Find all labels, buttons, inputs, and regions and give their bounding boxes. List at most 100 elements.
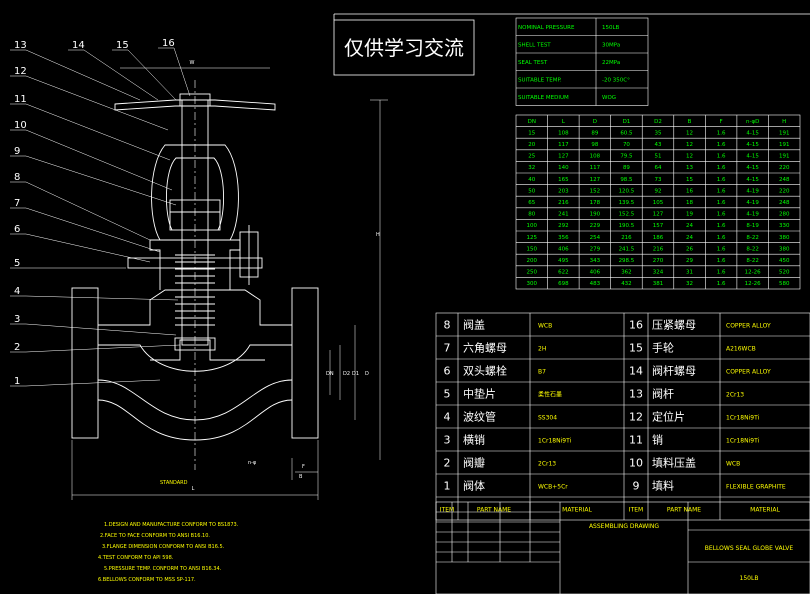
part-name: 阀瓣 — [463, 456, 485, 470]
part-name: 中垫片 — [463, 387, 496, 401]
dim-table-cell: 26 — [686, 246, 693, 252]
dim-table-cell: 190 — [590, 212, 601, 218]
dim-header-cell: n-φD — [746, 119, 759, 125]
spec-label: SUITABLE TEMP. — [518, 77, 562, 83]
callout-number: 1 — [14, 376, 20, 387]
callout-number: 8 — [14, 172, 20, 183]
part-material: B7 — [538, 369, 546, 376]
dim-table-cell: 12 — [686, 154, 693, 160]
callout-number: 5 — [14, 258, 20, 269]
dim-table-cell: 495 — [558, 258, 569, 264]
dim-table-cell: 203 — [558, 188, 569, 194]
dim-table-cell: 4-15 — [746, 165, 759, 171]
note-line: 4.TEST CONFORM TO API 598. — [98, 555, 174, 561]
dim-table-cell: 381 — [653, 281, 664, 287]
dim-header-cell: D2 — [654, 119, 662, 125]
dim-header-cell: D1 — [623, 119, 631, 125]
callout-number: 10 — [14, 120, 27, 131]
note-line: 5.PRESSURE TEMP. CONFORM TO ANSI B16.34. — [104, 566, 222, 572]
dim-table-cell: 362 — [621, 270, 632, 276]
dim-label-DN: DN — [326, 371, 334, 377]
dim-table-cell: 152 — [590, 188, 601, 194]
part-material: 1Cr18Ni9Ti — [726, 438, 760, 445]
dim-table-cell: 280 — [779, 212, 790, 218]
dim-table-cell: 191 — [779, 154, 790, 160]
part-name: 横销 — [463, 433, 485, 447]
dim-table-cell: 1.6 — [717, 165, 726, 171]
dim-table-cell: 298.5 — [619, 258, 635, 264]
parts-header-cell: MATERIAL — [750, 507, 780, 514]
dim-table-cell: 241.5 — [619, 246, 635, 252]
title-rating: 150LB — [740, 575, 759, 582]
part-material: 1Cr18Ni9Ti — [726, 415, 760, 422]
dim-label-W: W — [190, 60, 195, 66]
dim-header-cell: D — [593, 119, 597, 125]
dim-table-cell: 1.6 — [717, 200, 726, 206]
callout-number: 16 — [162, 38, 175, 49]
note-line: 6.BELLOWS CONFORM TO MSS SP-117. — [98, 577, 196, 583]
part-name: 阀体 — [463, 479, 485, 493]
dim-table-cell: 117 — [558, 142, 569, 148]
dim-header-cell: H — [782, 119, 786, 125]
callout-number: 13 — [14, 40, 27, 51]
dim-table-cell: 139.5 — [619, 200, 635, 206]
dim-table-cell: 4-19 — [746, 200, 759, 206]
dim-table-cell: 8-22 — [746, 235, 758, 241]
dim-table-cell: 248 — [779, 177, 790, 183]
dim-table-cell: 100 — [527, 223, 538, 229]
spec-value: 150LB — [602, 25, 620, 31]
part-name: 销 — [652, 433, 663, 447]
dim-label-F: F — [302, 464, 305, 470]
dim-table-cell: 108 — [590, 154, 601, 160]
dim-table-cell: 51 — [655, 154, 662, 160]
callout-number: 7 — [14, 198, 20, 209]
part-number: 13 — [629, 388, 643, 401]
dim-table-cell: 40 — [528, 177, 535, 183]
part-number: 8 — [444, 319, 451, 332]
dim-table-cell: 4-15 — [746, 154, 759, 160]
dim-header-cell: DN — [528, 119, 536, 125]
note-line: 3.FLANGE DIMENSION CONFORM TO ANSI B16.5… — [102, 544, 225, 550]
part-material: 2H — [538, 346, 546, 353]
callout-number: 12 — [14, 66, 27, 77]
dim-table-cell: 98 — [591, 142, 598, 148]
part-name: 波纹管 — [463, 410, 496, 424]
part-material: A216WCB — [726, 346, 756, 353]
dim-table-cell: 32 — [686, 281, 693, 287]
part-name: 填料压盖 — [652, 456, 696, 470]
note-line: 2.FACE TO FACE CONFORM TO ANSI B16.10. — [100, 533, 210, 539]
dim-label-n-phi: n-φ — [248, 460, 257, 466]
dim-label-H: H — [376, 232, 380, 238]
dim-table-cell: 98.5 — [620, 177, 633, 183]
dim-table-cell: 216 — [621, 235, 632, 241]
dim-table-cell: 248 — [779, 200, 790, 206]
callout-number: 15 — [116, 40, 129, 51]
dim-table-cell: 483 — [590, 281, 601, 287]
left-flange — [71, 287, 99, 439]
part-material: SS304 — [538, 415, 557, 422]
dim-table-cell: 229 — [590, 223, 601, 229]
dim-table-cell: 1.6 — [717, 246, 726, 252]
dim-table-cell: 220 — [779, 165, 790, 171]
spec-label: SHELL TEST — [518, 42, 551, 48]
dim-table-cell: 35 — [655, 130, 662, 136]
dim-table-cell: 64 — [655, 165, 662, 171]
callout-number: 9 — [14, 146, 20, 157]
disc — [174, 337, 216, 351]
dim-table-cell: 190.5 — [619, 223, 635, 229]
dim-table-cell: 20 — [528, 142, 535, 148]
part-number: 16 — [629, 319, 643, 332]
dim-table-cell: 31 — [686, 270, 693, 276]
dim-table-cell: 216 — [558, 200, 569, 206]
dim-header-cell: B — [688, 119, 692, 125]
part-number: 3 — [444, 434, 451, 447]
dim-table-cell: 50 — [528, 188, 535, 194]
dim-table-cell: 4-19 — [746, 212, 759, 218]
callout-number: 3 — [14, 314, 20, 325]
right-flange — [291, 287, 319, 439]
dim-table-cell: 13 — [686, 165, 693, 171]
part-name: 定位片 — [652, 410, 685, 424]
dim-label-B: B — [299, 474, 303, 480]
